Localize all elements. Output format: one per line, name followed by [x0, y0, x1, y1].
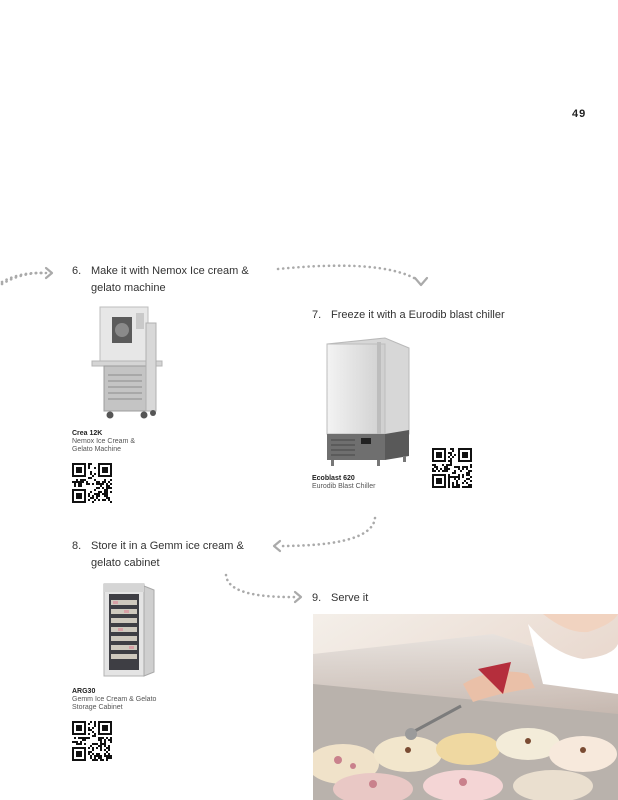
- gelato-cabinet-image: [103, 583, 155, 677]
- step-7-number: 7.: [312, 309, 322, 321]
- product-ecoblast-desc: Eurodib Blast Chiller: [312, 483, 376, 490]
- product-crea-desc-line1: Nemox Ice Cream &: [72, 438, 136, 445]
- product-arg30-name: ARG30: [72, 688, 96, 695]
- product-crea-name: Crea 12K: [72, 430, 103, 437]
- blast-chiller-image: [326, 337, 410, 466]
- flow-arrow-8-9: [224, 573, 303, 604]
- product-arg30: ARG30 Gemm Ice Cream & Gelato Storage Ca…: [72, 688, 156, 712]
- arg30-qr-code-icon[interactable]: [72, 721, 112, 761]
- product-crea-desc-line2: Gelato Machine: [72, 446, 122, 453]
- step-9-text: Serve it: [331, 592, 369, 604]
- step-9-number: 9.: [312, 592, 322, 604]
- step-6-number: 6.: [72, 265, 82, 277]
- crea-qr-code-icon[interactable]: [72, 463, 112, 503]
- step-9: 9. Serve it: [312, 590, 512, 607]
- page-number: 49: [572, 108, 587, 120]
- step-8: 8. Store it in a Gemm ice cream & gelato …: [72, 538, 272, 572]
- step-8-text-line1: Store it in a Gemm ice cream &: [91, 540, 244, 552]
- product-arg30-desc-line2: Storage Cabinet: [72, 704, 123, 711]
- nemox-machine-image: [91, 306, 163, 419]
- step-7: 7. Freeze it with a Eurodib blast chiller: [312, 307, 562, 324]
- step-8-text-line2: gelato cabinet: [91, 557, 160, 569]
- product-arg30-desc-line1: Gemm Ice Cream & Gelato: [72, 696, 157, 703]
- step-8-number: 8.: [72, 540, 82, 552]
- flow-arrow-7-8: [272, 516, 377, 553]
- left-entry-arrow: [0, 266, 54, 286]
- step-6-text-line1: Make it with Nemox Ice cream &: [91, 265, 249, 277]
- product-ecoblast-name: Ecoblast 620: [312, 475, 355, 482]
- serving-gelato-photo: [313, 614, 618, 800]
- ecoblast-qr-code-icon[interactable]: [432, 448, 472, 488]
- step-6: 6. Make it with Nemox Ice cream & gelato …: [72, 263, 272, 297]
- product-ecoblast: Ecoblast 620 Eurodib Blast Chiller: [312, 475, 375, 491]
- step-7-text: Freeze it with a Eurodib blast chiller: [331, 309, 505, 321]
- step-6-text-line2: gelato machine: [91, 282, 166, 294]
- product-crea: Crea 12K Nemox Ice Cream & Gelato Machin…: [72, 430, 135, 454]
